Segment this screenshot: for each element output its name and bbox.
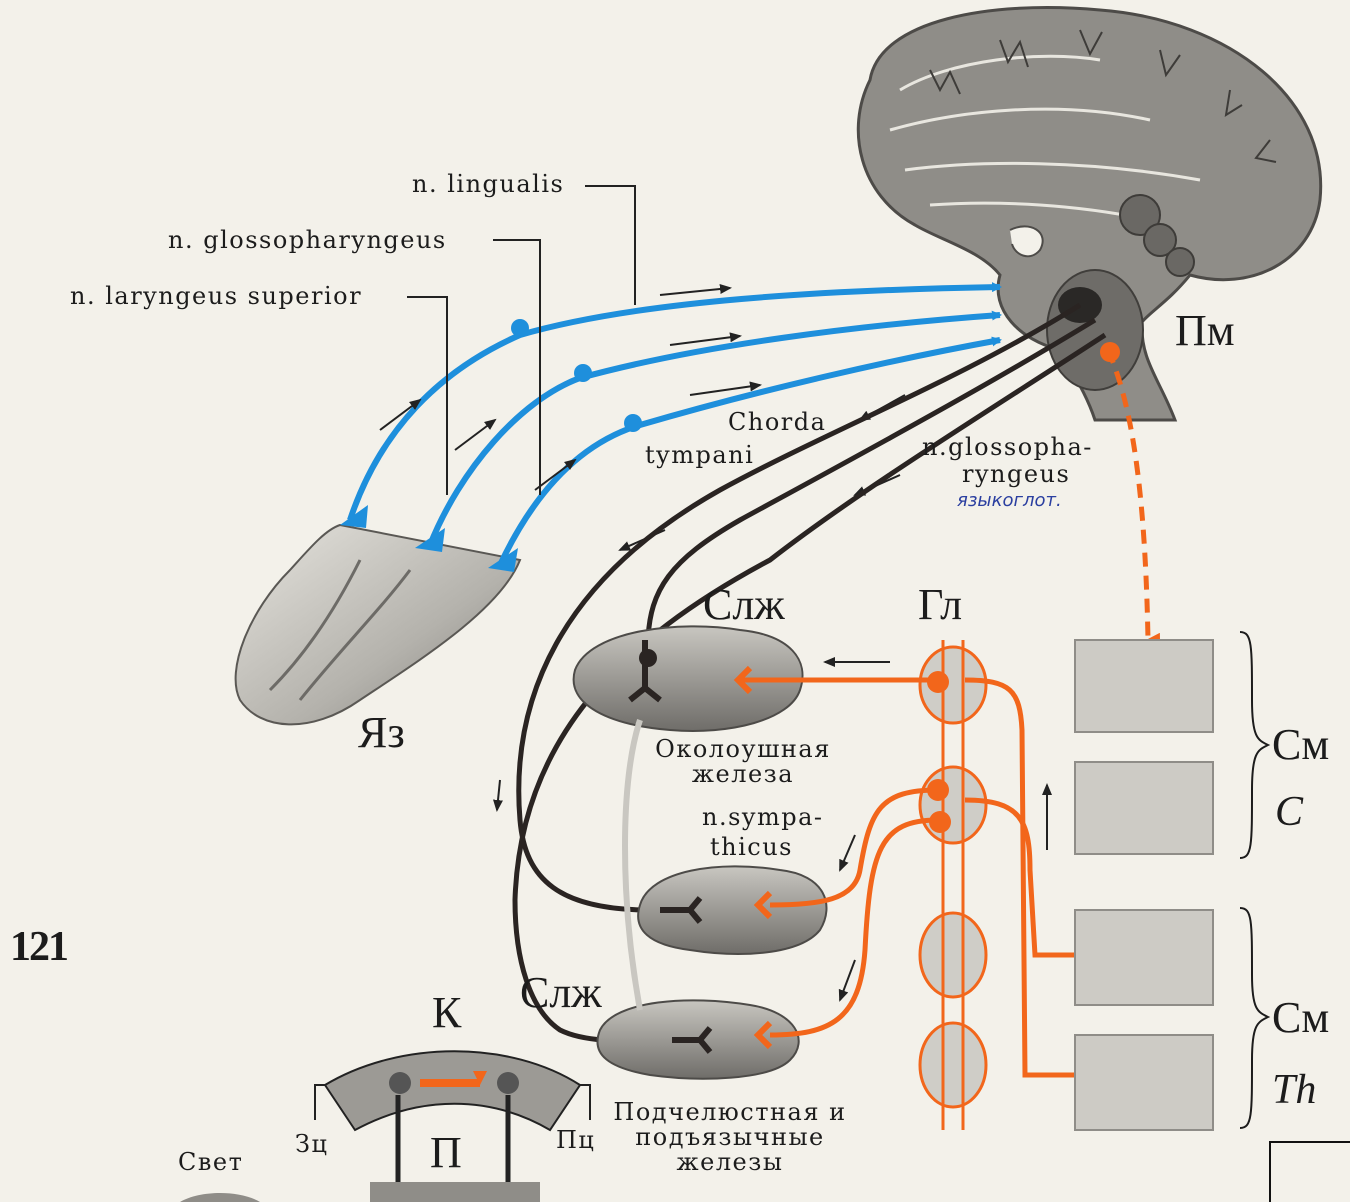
label-sympa: n.sympa- — [702, 805, 824, 830]
tongue — [236, 525, 520, 724]
label-glossopha: n.glossopha- — [922, 435, 1093, 460]
label-spinal-th: Th — [1272, 1068, 1316, 1112]
label-n-lingualis: n. lingualis — [412, 172, 564, 197]
label-ryngeus: ryngeus — [962, 462, 1070, 487]
label-food-center: Пц — [556, 1128, 595, 1153]
frame-corner — [1270, 1142, 1350, 1202]
label-ganglia: Гл — [918, 582, 962, 628]
figure-number: 121 — [10, 925, 67, 969]
label-cortex: К — [432, 990, 461, 1036]
label-spinal-cervical: См — [1272, 722, 1329, 768]
label-n-glossopharyngeus: n. glossopharyngeus — [168, 228, 447, 253]
spinal-braces — [1240, 632, 1268, 1128]
label-submandibular-line2: подъязычные — [585, 1125, 875, 1150]
label-medulla: Пм — [1175, 308, 1235, 354]
brain — [858, 8, 1320, 420]
ganglia-chain — [920, 640, 986, 1130]
label-light: Свет — [178, 1150, 243, 1175]
label-chorda: Chorda — [728, 410, 826, 435]
label-n-laryngeus-superior: n. laryngeus superior — [70, 284, 362, 309]
label-salivary-bottom: Слж — [520, 970, 602, 1016]
label-submandibular: Подчелюстная и подъязычные железы — [585, 1100, 875, 1176]
label-spinal-thoracic: См — [1272, 995, 1329, 1041]
label-center: П — [430, 1130, 462, 1176]
label-submandibular-line3: железы — [585, 1150, 875, 1175]
label-tongue: Яз — [358, 710, 405, 756]
gland-stems — [625, 720, 640, 1010]
label-submandibular-line1: Подчелюстная и — [585, 1100, 875, 1125]
label-tympani: tympani — [645, 443, 754, 468]
label-spinal-c: C — [1275, 790, 1303, 834]
label-thicus: thicus — [710, 835, 793, 860]
label-parotid-line2: железа — [648, 762, 838, 787]
label-parotid-line1: Околоушная — [648, 737, 838, 762]
label-salivary-top: Слж — [703, 582, 785, 628]
medulla-nucleus — [1100, 342, 1120, 362]
handwritten-note: языкоглот. — [957, 492, 1062, 511]
spinal-segments — [1075, 640, 1213, 1130]
label-parotid: Околоушная железа — [648, 737, 838, 787]
cortex-inset — [180, 1051, 590, 1202]
label-conditioned-center: Зц — [295, 1132, 328, 1157]
